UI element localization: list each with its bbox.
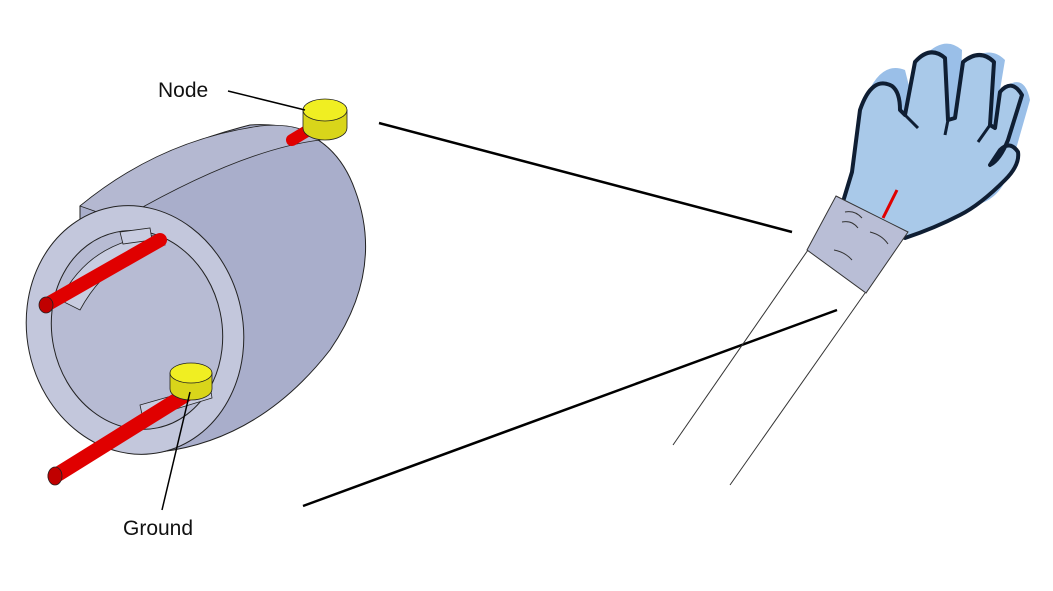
cylinder-top-rim — [79, 124, 321, 221]
forearm-line-left — [672, 249, 809, 446]
lower-rod-end — [47, 466, 63, 486]
ground-label: Ground — [123, 517, 193, 540]
lower-rod — [47, 384, 198, 484]
node-electrode — [302, 98, 348, 141]
wrist-sleeve — [806, 195, 909, 294]
ground-leader-line — [161, 391, 191, 511]
forearm-line-right — [729, 292, 866, 486]
wrist-wire — [881, 189, 899, 219]
node-leader-line — [227, 90, 306, 111]
zoom-line-bottom — [302, 308, 838, 508]
sleeve-fold-2 — [841, 221, 859, 229]
sleeve-fold-3 — [869, 231, 889, 245]
sleeve-fold-1 — [844, 211, 863, 219]
finger-crease-2 — [943, 119, 950, 136]
upper-rod — [39, 233, 167, 312]
ground-electrode — [169, 362, 213, 401]
sleeve-fold-4 — [833, 249, 853, 261]
finger-crease-3 — [976, 124, 992, 143]
upper-rod-end — [38, 296, 54, 314]
hand-body — [840, 50, 1024, 240]
node-label: Node — [158, 79, 208, 102]
finger-crease-1 — [903, 113, 920, 130]
zoom-line-top — [378, 121, 793, 234]
hand-illustration — [840, 43, 1030, 240]
